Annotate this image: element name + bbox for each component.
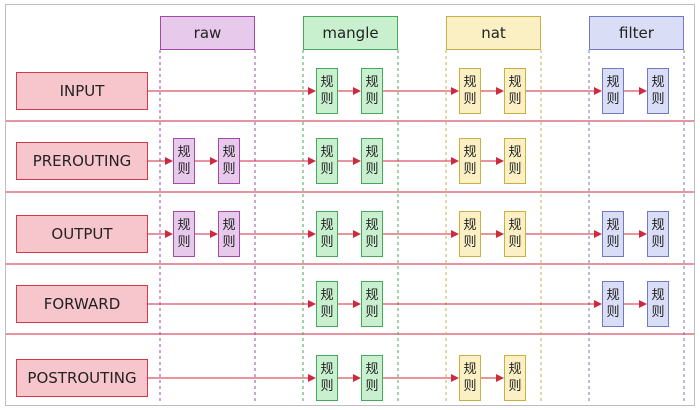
- rule-label: 则: [320, 235, 334, 250]
- rule-box-nat: 规则: [504, 355, 526, 401]
- rule-label: 规: [606, 288, 620, 303]
- rule-box-raw: 规则: [173, 211, 195, 257]
- rule-label: 则: [651, 235, 665, 250]
- rule-label: 则: [651, 305, 665, 320]
- rule-label: 规: [320, 218, 334, 233]
- rule-label: 规: [508, 145, 522, 160]
- chain-prerouting: PREROUTING: [16, 142, 148, 180]
- rule-box-filter: 规则: [602, 68, 624, 114]
- diagram-frame: [5, 4, 695, 406]
- rule-box-mangle: 规则: [361, 138, 383, 184]
- rule-box-mangle: 规则: [316, 211, 338, 257]
- rule-label: 则: [320, 92, 334, 107]
- chain-postrouting: POSTROUTING: [16, 359, 148, 397]
- rule-label: 规: [463, 218, 477, 233]
- rule-label: 规: [463, 362, 477, 377]
- rule-box-mangle: 规则: [361, 68, 383, 114]
- rule-label: 规: [463, 145, 477, 160]
- rule-label: 则: [651, 92, 665, 107]
- rule-label: 规: [320, 362, 334, 377]
- table-header-filter: filter: [589, 16, 684, 50]
- rule-box-mangle: 规则: [361, 355, 383, 401]
- rule-label: 则: [320, 162, 334, 177]
- rule-label: 则: [463, 92, 477, 107]
- rule-label: 则: [508, 379, 522, 394]
- rule-label: 规: [222, 218, 236, 233]
- rule-box-nat: 规则: [459, 211, 481, 257]
- rule-label: 规: [320, 145, 334, 160]
- rule-label: 规: [651, 75, 665, 90]
- rule-label: 规: [508, 75, 522, 90]
- rule-label: 规: [365, 218, 379, 233]
- rule-label: 规: [177, 145, 191, 160]
- rule-label: 则: [365, 379, 379, 394]
- rule-label: 则: [463, 162, 477, 177]
- rule-label: 则: [320, 379, 334, 394]
- rule-label: 则: [365, 235, 379, 250]
- rule-label: 则: [508, 92, 522, 107]
- rule-label: 则: [606, 92, 620, 107]
- table-header-nat: nat: [446, 16, 541, 50]
- rule-label: 则: [508, 162, 522, 177]
- chain-input: INPUT: [16, 72, 148, 110]
- rule-label: 规: [606, 75, 620, 90]
- rule-label: 规: [651, 288, 665, 303]
- rule-label: 规: [606, 218, 620, 233]
- rule-label: 则: [508, 235, 522, 250]
- rule-box-nat: 规则: [459, 68, 481, 114]
- rule-box-nat: 规则: [504, 211, 526, 257]
- rule-label: 规: [508, 218, 522, 233]
- rule-label: 规: [320, 288, 334, 303]
- rule-label: 规: [177, 218, 191, 233]
- rule-box-mangle: 规则: [361, 281, 383, 327]
- rule-box-filter: 规则: [602, 281, 624, 327]
- rule-label: 规: [222, 145, 236, 160]
- rule-label: 则: [177, 235, 191, 250]
- rule-box-raw: 规则: [173, 138, 195, 184]
- rule-label: 则: [177, 162, 191, 177]
- rule-label: 则: [463, 379, 477, 394]
- rule-label: 则: [222, 235, 236, 250]
- rule-box-mangle: 规则: [361, 211, 383, 257]
- rule-label: 则: [463, 235, 477, 250]
- rule-label: 则: [606, 235, 620, 250]
- rule-box-mangle: 规则: [316, 68, 338, 114]
- rule-label: 则: [320, 305, 334, 320]
- rule-box-raw: 规则: [218, 138, 240, 184]
- rule-box-nat: 规则: [504, 68, 526, 114]
- rule-box-filter: 规则: [647, 211, 669, 257]
- rule-box-filter: 规则: [647, 281, 669, 327]
- rule-box-nat: 规则: [459, 355, 481, 401]
- rule-box-mangle: 规则: [316, 138, 338, 184]
- table-header-raw: raw: [160, 16, 255, 50]
- rule-box-mangle: 规则: [316, 355, 338, 401]
- rule-box-raw: 规则: [218, 211, 240, 257]
- chain-forward: FORWARD: [16, 285, 148, 323]
- rule-box-filter: 规则: [602, 211, 624, 257]
- rule-box-nat: 规则: [504, 138, 526, 184]
- rule-label: 规: [365, 362, 379, 377]
- rule-label: 规: [320, 75, 334, 90]
- rule-label: 则: [606, 305, 620, 320]
- rule-label: 规: [365, 288, 379, 303]
- rule-label: 规: [651, 218, 665, 233]
- rule-label: 规: [508, 362, 522, 377]
- rule-label: 规: [365, 75, 379, 90]
- rule-box-mangle: 规则: [316, 281, 338, 327]
- rule-label: 则: [365, 92, 379, 107]
- table-header-mangle: mangle: [303, 16, 398, 50]
- rule-label: 则: [365, 162, 379, 177]
- rule-label: 规: [365, 145, 379, 160]
- rule-box-filter: 规则: [647, 68, 669, 114]
- rule-label: 则: [222, 162, 236, 177]
- rule-label: 则: [365, 305, 379, 320]
- rule-box-nat: 规则: [459, 138, 481, 184]
- chain-output: OUTPUT: [16, 215, 148, 253]
- rule-label: 规: [463, 75, 477, 90]
